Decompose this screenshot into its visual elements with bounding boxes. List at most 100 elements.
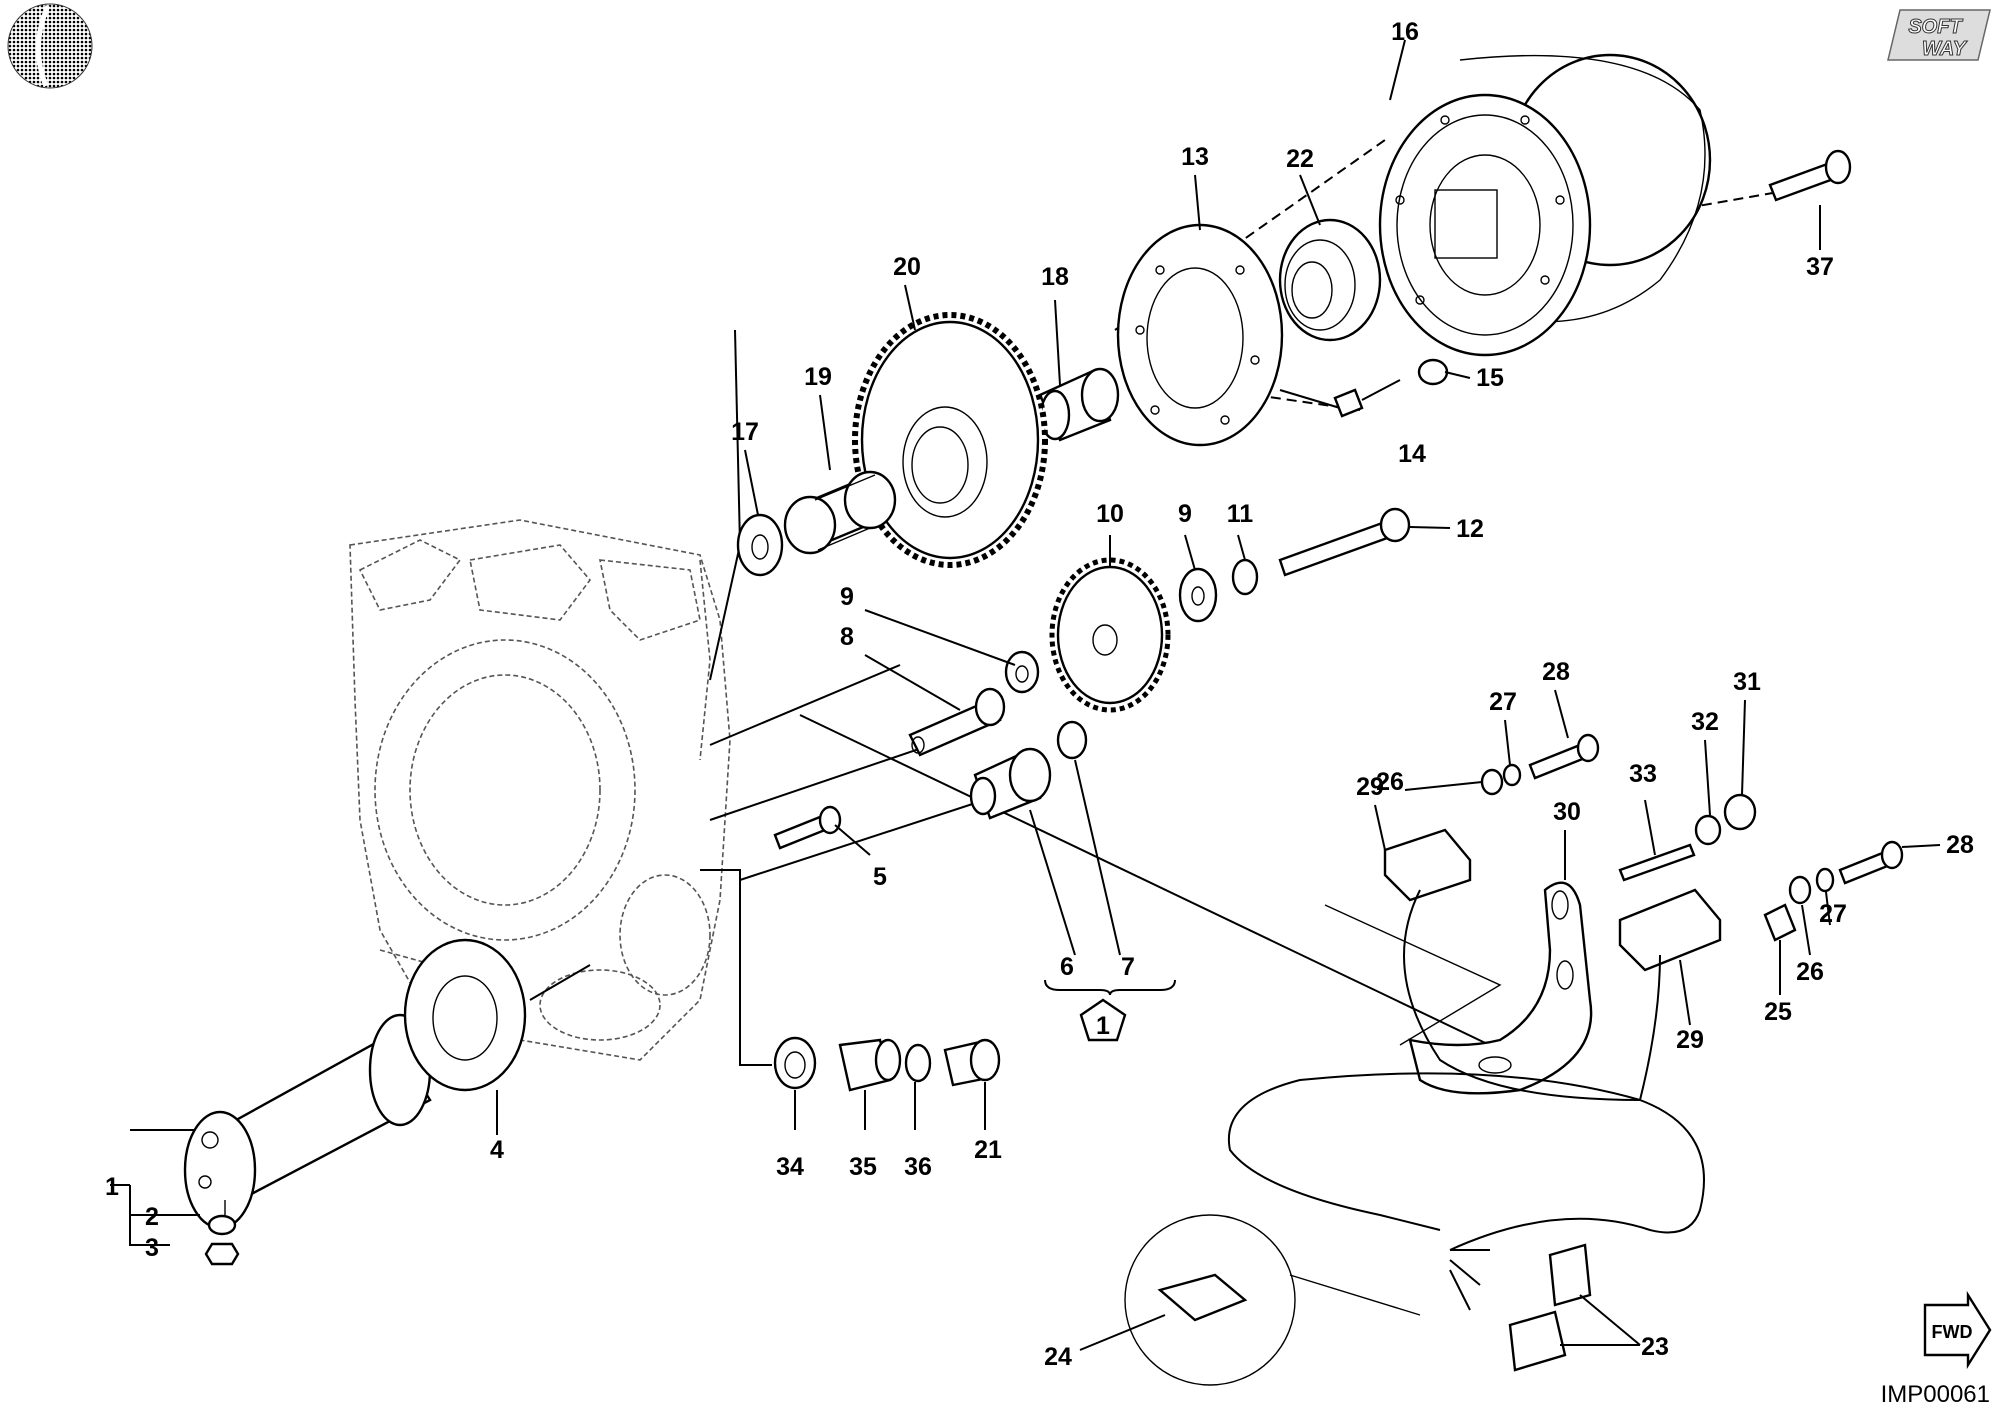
callout-label: 27	[1489, 688, 1517, 716]
callout-label: 18	[1041, 263, 1069, 291]
part-bolt-28a	[1528, 733, 1600, 780]
callout-label: 15	[1476, 364, 1504, 392]
group-badge-label: 1	[1096, 1012, 1110, 1040]
svg-text:SOFT: SOFT	[1908, 16, 1963, 38]
callout-label: 19	[804, 363, 832, 391]
callout-label: 22	[1286, 145, 1314, 173]
part-rotor	[1378, 53, 1712, 357]
callout-label: 32	[1691, 708, 1719, 736]
part-washer-26b	[1788, 875, 1812, 905]
part-shaft-8	[908, 687, 1006, 757]
callout-label: 26	[1796, 958, 1824, 986]
callout-label: 13	[1181, 143, 1209, 171]
part-flange	[1116, 223, 1284, 447]
callout-label: 37	[1806, 253, 1834, 281]
part-clip-25	[1763, 903, 1797, 942]
part-needle-bearing	[783, 470, 897, 555]
part-pickup-29a	[1383, 828, 1472, 902]
part-oring-36	[904, 1043, 932, 1083]
callout-label: 10	[1096, 500, 1124, 528]
fwd-label: FWD	[1932, 1322, 1973, 1342]
part-dowel-14	[1333, 388, 1364, 418]
diagram-code: IMP00061	[1881, 1381, 1990, 1408]
callout-label: 2	[145, 1203, 159, 1231]
callout-label: 4	[490, 1136, 504, 1164]
part-circlip-11	[1231, 558, 1259, 596]
part-connector-23b	[1508, 1310, 1567, 1372]
fwd-arrow-icon: FWD	[1923, 1290, 1992, 1370]
part-gasket-4	[403, 938, 527, 1092]
callout-label: 29	[1356, 773, 1384, 801]
part-connector-23a	[1548, 1243, 1592, 1307]
part-pinion-6	[969, 747, 1052, 820]
callout-label: 31	[1733, 668, 1761, 696]
callout-label: 28	[1542, 658, 1570, 686]
part-nut-15	[1417, 358, 1449, 386]
callout-label: 21	[974, 1136, 1002, 1164]
svg-text:WAY: WAY	[1922, 38, 1968, 60]
part-bolt-28b	[1838, 840, 1904, 885]
part-bolt-12	[1278, 507, 1411, 577]
part-nut-3	[204, 1242, 240, 1266]
part-plug-35	[838, 1038, 902, 1092]
part-nut-31	[1723, 793, 1757, 831]
callout-label: 30	[1553, 798, 1581, 826]
part-small-gear	[1049, 557, 1171, 713]
callout-label: 11	[1227, 500, 1254, 528]
callout-label: 5	[873, 863, 887, 891]
callout-label: 9	[1178, 500, 1192, 528]
callout-label: 33	[1629, 760, 1657, 788]
part-washer-26a	[1480, 768, 1504, 796]
part-stator-bracket	[1408, 881, 1593, 1095]
part-starter-motor	[183, 1013, 432, 1230]
part-seal-34	[773, 1036, 817, 1090]
callout-label: 14	[1398, 440, 1426, 468]
callout-label: 25	[1764, 998, 1792, 1026]
callout-label: 36	[904, 1153, 932, 1181]
callout-label: 34	[776, 1153, 804, 1181]
group-badge: 1	[1079, 998, 1127, 1042]
callout-label: 20	[893, 253, 921, 281]
callout-label: 28	[1946, 831, 1974, 859]
part-plug-21	[943, 1038, 1001, 1087]
callout-label: 17	[731, 418, 759, 446]
part-sleeve	[1038, 367, 1120, 442]
callout-label: 9	[840, 583, 854, 611]
part-bolt-37	[1768, 149, 1852, 202]
callout-label: 12	[1456, 515, 1484, 543]
callout-numbers: 1 2 3 4 5 6 7 8 9 9 10 11 12 13 14 15 16…	[105, 18, 1974, 1371]
part-freewheel	[1278, 218, 1382, 342]
softway-logo-icon: SOFT WAY	[1887, 9, 1991, 61]
brand-circle-icon	[7, 3, 93, 89]
callout-label: 1	[105, 1173, 119, 1201]
part-washer-17	[736, 513, 784, 577]
engine-housing	[349, 519, 731, 1061]
part-stud-33	[1618, 843, 1696, 882]
callout-label: 23	[1641, 1333, 1669, 1361]
part-washer-27a	[1502, 763, 1522, 787]
part-washer-32	[1694, 814, 1722, 846]
callout-label: 6	[1060, 953, 1074, 981]
callout-label: 8	[840, 623, 854, 651]
callout-label: 27	[1819, 900, 1847, 928]
part-bolt-5	[773, 805, 842, 850]
callout-label: 16	[1391, 18, 1419, 46]
detail-circle-24	[1124, 1214, 1421, 1386]
part-washer-9b	[1004, 650, 1040, 694]
callout-label: 24	[1044, 1343, 1072, 1371]
part-washer-9a	[1178, 567, 1218, 623]
callout-label: 7	[1121, 953, 1135, 981]
part-large-gear	[852, 312, 1048, 568]
part-washer-27b	[1815, 867, 1835, 893]
part-circlip-7	[1056, 720, 1088, 760]
part-wire-harness	[1227, 889, 1705, 1311]
callout-label: 3	[145, 1234, 159, 1262]
reference-lines	[529, 139, 1791, 1051]
callout-label: 29	[1676, 1026, 1704, 1054]
callout-label: 35	[849, 1153, 877, 1181]
part-pickup-29b	[1618, 888, 1722, 972]
callout-leaders	[110, 39, 1941, 1351]
callout-label: 26	[1376, 768, 1404, 796]
part-washer-2	[207, 1214, 237, 1236]
